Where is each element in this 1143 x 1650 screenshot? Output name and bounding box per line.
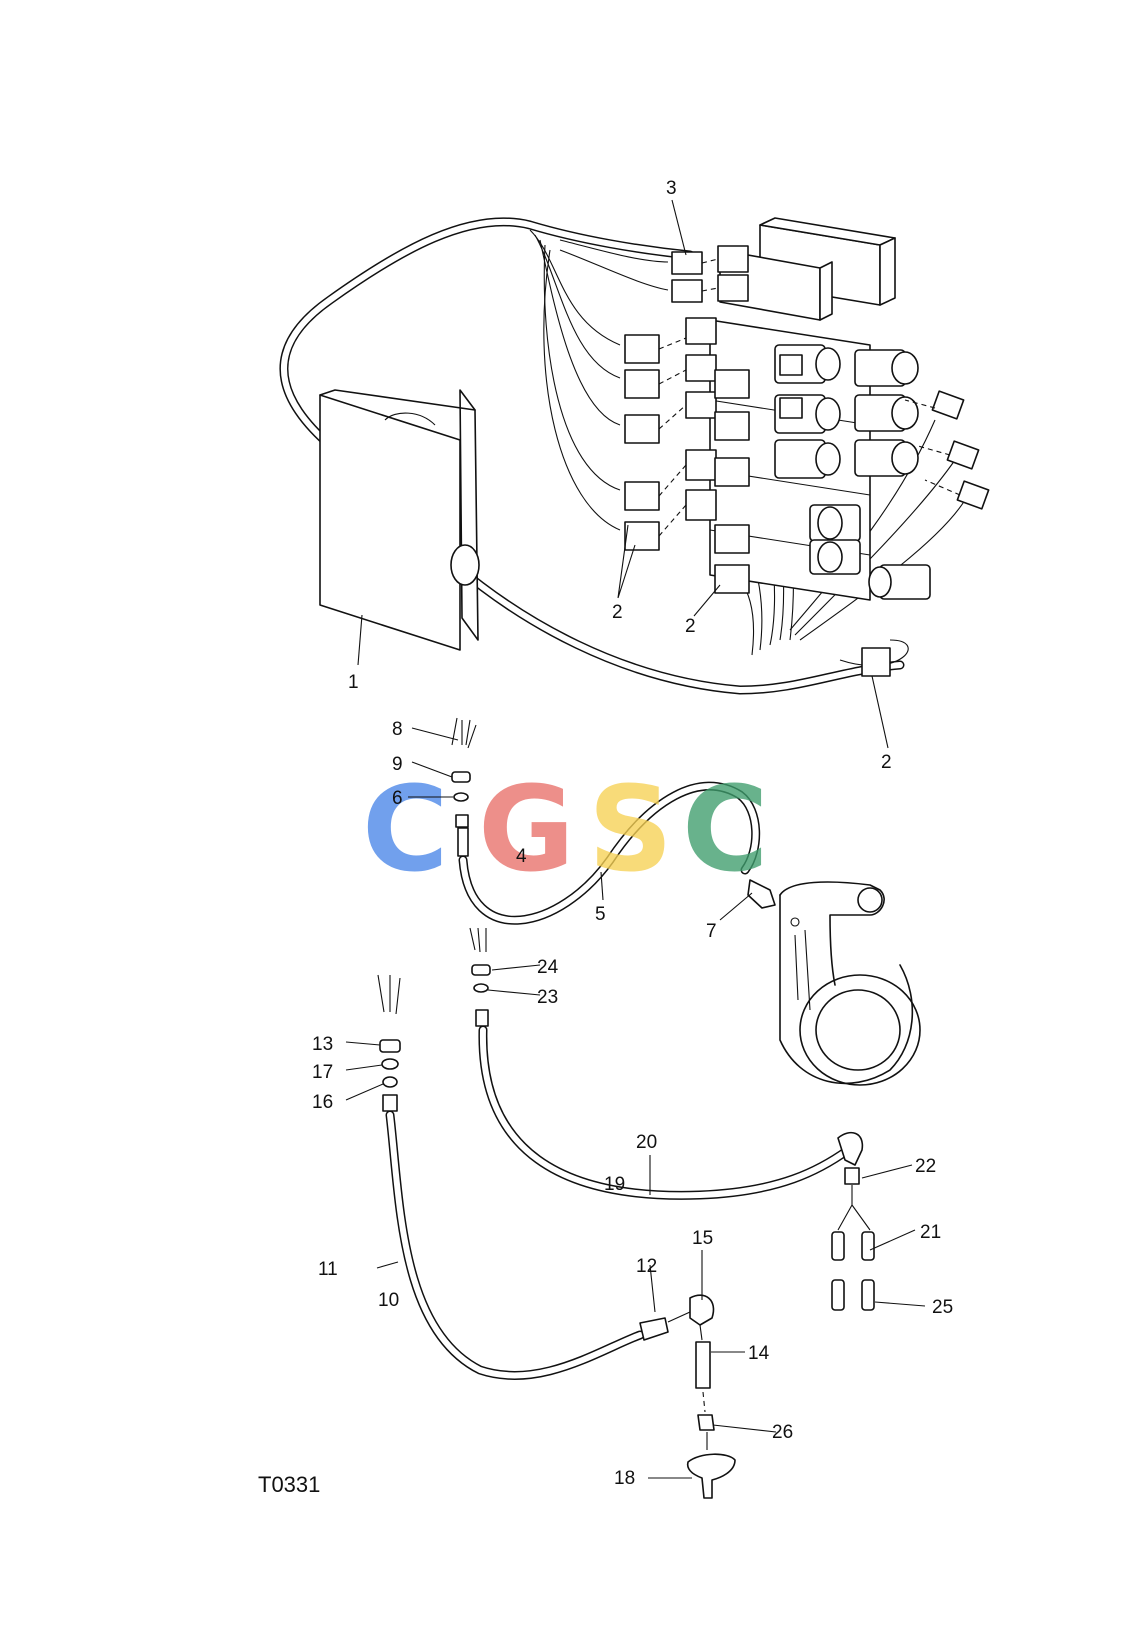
callout-10: 10 (378, 1290, 399, 1311)
callout-8: 8 (392, 719, 403, 740)
callout-16: 16 (312, 1092, 333, 1113)
cgsc-watermark: C G S C (362, 760, 769, 898)
middle-sensor-assembly (451, 717, 921, 1086)
callout-18: 18 (614, 1468, 635, 1489)
callout-21: 21 (920, 1222, 941, 1243)
callout-3: 3 (666, 178, 677, 199)
nut-12 (639, 1317, 669, 1341)
callout-23: 23 (537, 987, 558, 1008)
callout-14: 14 (748, 1343, 770, 1364)
sleeve-25 (831, 1279, 845, 1311)
callout-11: 11 (318, 1259, 338, 1280)
callout-19: 19 (604, 1174, 625, 1195)
callout-26: 26 (772, 1422, 793, 1443)
callout-labels: 1 2 2 2 2 3 4 5 6 7 8 9 10 11 12 13 14 1… (312, 178, 953, 1489)
callout-15: 15 (692, 1228, 713, 1249)
callout-13: 13 (312, 1034, 333, 1055)
lower-sensor-cables (377, 927, 875, 1499)
watermark-letter-4: C (682, 760, 769, 898)
valve-block (685, 217, 931, 601)
leader-lines (345, 199, 926, 1479)
grommet-9 (451, 771, 471, 783)
callout-2c: 2 (881, 752, 892, 773)
sensor-7 (747, 879, 776, 909)
callout-5: 5 (595, 904, 606, 925)
upper-harness-assembly (279, 217, 990, 695)
figure-id: T0331 (258, 1472, 320, 1497)
watermark-letter-1: C (362, 760, 449, 898)
gearbox-housing (779, 881, 921, 1086)
grommet-13 (379, 1039, 401, 1053)
callout-2b: 2 (685, 616, 696, 637)
callout-2a: 2 (612, 602, 623, 623)
watermark-letter-2: G (478, 760, 575, 898)
washer-16 (382, 1076, 398, 1088)
terminal-21 (831, 1231, 845, 1261)
adaptor-26 (697, 1414, 715, 1431)
sensor-14 (695, 1341, 711, 1389)
valve-sockets (685, 245, 803, 521)
callout-7: 7 (706, 921, 717, 942)
watermark-letter-3: S (588, 760, 673, 898)
control-unit-box (319, 389, 480, 651)
callout-24: 24 (537, 957, 559, 978)
bracket-18 (686, 1453, 736, 1499)
callout-1: 1 (348, 672, 359, 693)
callout-17: 17 (312, 1062, 333, 1083)
callout-12: 12 (636, 1256, 657, 1277)
callout-6: 6 (392, 788, 403, 809)
washer-17 (381, 1058, 399, 1070)
callout-20: 20 (636, 1132, 657, 1153)
callout-25: 25 (932, 1297, 953, 1318)
callout-4: 4 (516, 846, 527, 867)
callout-22: 22 (915, 1156, 936, 1177)
harness-connectors (624, 251, 990, 677)
washer-6 (453, 792, 469, 802)
callout-9: 9 (392, 754, 403, 775)
elbow-15 (689, 1294, 715, 1326)
